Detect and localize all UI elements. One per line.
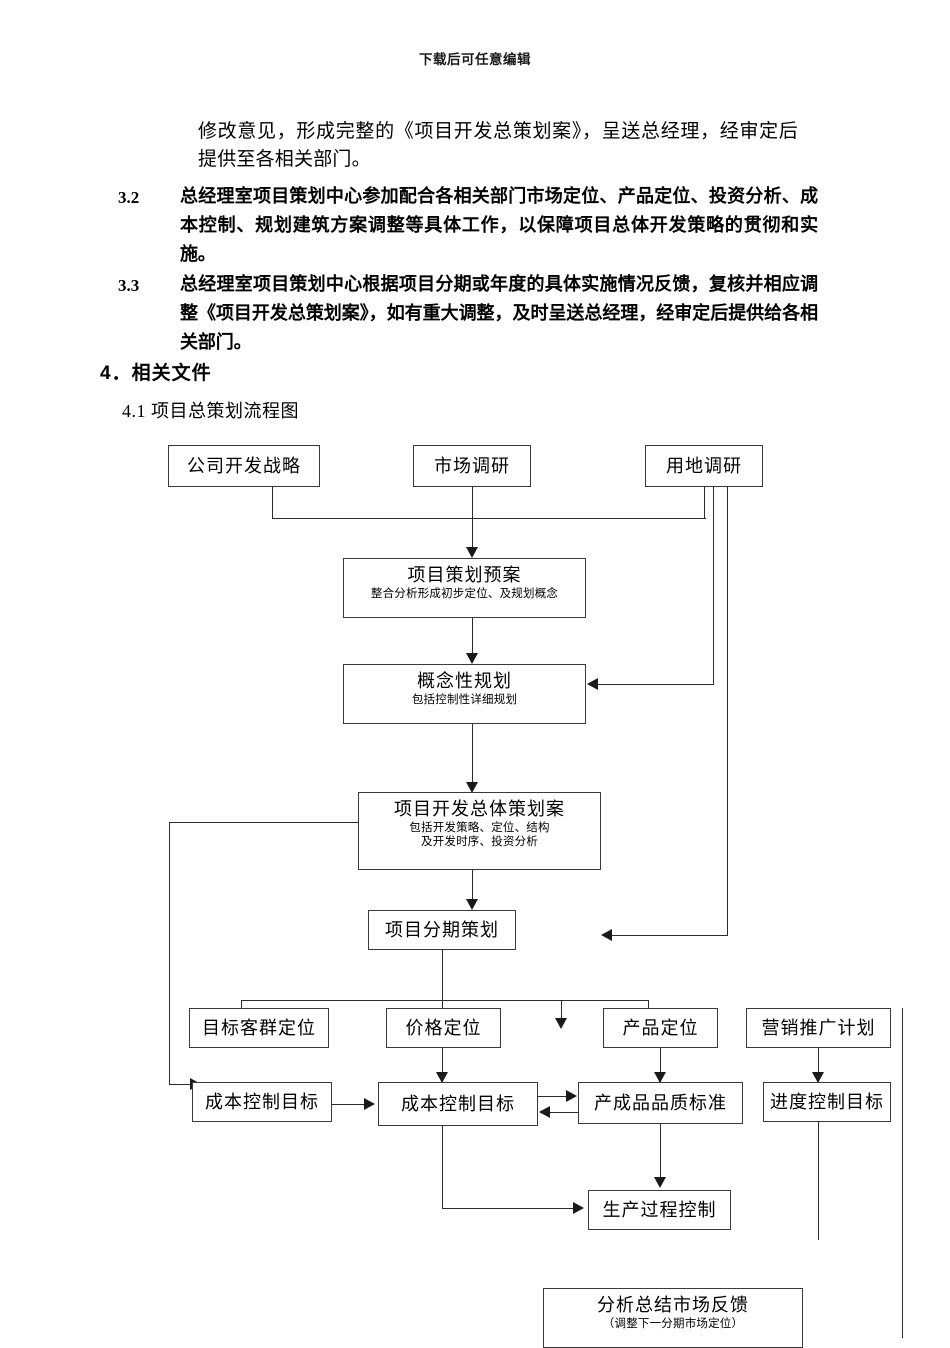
connector-cost-mid-to-process [442, 1208, 575, 1210]
arrow-into-process-control-left [573, 1202, 584, 1214]
flow-node-plan-draft: 项目策划预案 整合分析形成初步定位、及规划概念 [343, 558, 586, 618]
connector-cost-mid-to-quality [538, 1096, 568, 1098]
flow-node-market-research: 市场调研 [413, 445, 531, 487]
connector-plan-draft-to-conceptual [472, 618, 474, 656]
flow-node-process-control-label: 生产过程控制 [602, 1200, 717, 1220]
connector-cost-left-to-mid [332, 1104, 367, 1106]
flow-node-master-plan-sub2: 及开发时序、投资分析 [421, 836, 538, 848]
flow-node-plan-draft-sub: 整合分析形成初步定位、及规划概念 [370, 588, 559, 600]
clause-3-3-text: 总经理室项目策划中心根据项目分期或年度的具体实施情况反馈，复核并相应调整《项目开… [180, 274, 818, 352]
flow-node-product-position-label: 产品定位 [622, 1018, 699, 1038]
flow-node-process-control: 生产过程控制 [588, 1190, 731, 1230]
arrow-into-quality-from-cost [566, 1090, 577, 1102]
flow-node-schedule-control: 进度控制目标 [763, 1082, 891, 1122]
flow-node-price-position-label: 价格定位 [405, 1018, 482, 1038]
connector-land-to-conceptual [598, 684, 714, 686]
page-watermark-header: 下载后可任意编辑 [419, 52, 531, 67]
arrow-into-schedule-control [812, 1072, 824, 1083]
flow-node-price-position: 价格定位 [386, 1008, 501, 1048]
flow-node-marketing-plan-label: 营销推广计划 [761, 1018, 876, 1038]
connector-quality-to-cost-mid [550, 1112, 578, 1114]
connector-dist-to-product [561, 1000, 563, 1022]
flow-node-cost-control-mid: 成本控制目标 [378, 1082, 538, 1126]
flow-node-phase-plan: 项目分期策划 [368, 910, 516, 950]
connector-master-left-out [169, 822, 359, 824]
flow-node-schedule-control-label: 进度控制目标 [770, 1092, 884, 1112]
clause-3-3: 3.3 总经理室项目策划中心根据项目分期或年度的具体实施情况反馈，复核并相应调整… [118, 270, 818, 357]
flow-node-plan-draft-label: 项目策划预案 [407, 565, 522, 585]
flow-node-master-plan-label: 项目开发总体策划案 [394, 799, 565, 819]
clause-3-2-number: 3.2 [118, 188, 140, 207]
arrow-into-master-side [601, 929, 612, 941]
arrow-into-cost-mid [364, 1098, 375, 1110]
connector-land-to-master [612, 935, 728, 937]
clause-3-2: 3.2 总经理室项目策划中心参加配合各相关部门市场定位、产品定位、投资分析、成本… [118, 182, 818, 269]
flow-node-marketing-plan: 营销推广计划 [746, 1008, 891, 1048]
connector-conceptual-to-master [472, 724, 474, 786]
connector-land-down [704, 487, 706, 519]
connector-price-down [442, 1048, 444, 1086]
connector-bar-to-plan-draft [472, 518, 474, 550]
subsection-heading-4-1: 4.1 项目总策划流程图 [122, 401, 299, 421]
connector-land-long-2 [727, 487, 729, 935]
arrow-into-phase-plan [466, 899, 478, 910]
connector-strategy-down [272, 487, 274, 519]
connector-distribution-bar [241, 1000, 649, 1002]
connector-product-down [660, 1048, 662, 1086]
section-heading-4: 4．相关文件 [100, 363, 212, 384]
flow-node-cost-control-left: 成本控制目标 [192, 1082, 332, 1122]
project-planning-flowchart: 公司开发战略 市场调研 用地调研 项目策划预案 整合分析形成初步定位、及规划概念… [0, 420, 950, 1348]
flow-node-market-feedback-sub: （调整下一分期市场定位） [602, 1318, 744, 1330]
flow-node-conceptual-plan-sub: 包括控制性详细规划 [411, 694, 518, 706]
flow-node-conceptual-plan: 概念性规划 包括控制性详细规划 [343, 664, 586, 724]
flow-node-market-feedback: 分析总结市场反馈 （调整下一分期市场定位） [543, 1288, 803, 1348]
arrow-into-plan-draft [466, 547, 478, 558]
arrow-into-product-position [555, 1018, 567, 1029]
connector-sources-bar [272, 518, 706, 520]
arrow-into-cost-control-mid [436, 1072, 448, 1083]
flow-node-cost-control-mid-label: 成本控制目标 [401, 1094, 515, 1114]
connector-master-left-to-cost [169, 1084, 193, 1086]
connector-quality-down [660, 1124, 662, 1182]
flow-node-master-plan-sub: 包括开发策略、定位、结构 [409, 822, 550, 834]
flow-node-conceptual-plan-label: 概念性规划 [417, 671, 512, 691]
flow-node-land-research: 用地调研 [645, 445, 763, 487]
arrow-into-conceptual-plan [466, 653, 478, 664]
arrow-into-cost-mid-from-quality [539, 1106, 550, 1118]
connector-cost-mid-down [442, 1126, 444, 1209]
connector-market-down [472, 487, 474, 519]
connector-schedule-down [818, 1122, 820, 1240]
flow-node-target-customer: 目标客群定位 [189, 1008, 329, 1048]
connector-phase-down [442, 950, 444, 1020]
flow-node-land-research-label: 用地调研 [666, 456, 742, 476]
flow-node-market-feedback-label: 分析总结市场反馈 [597, 1295, 749, 1315]
arrow-into-process-control-top [654, 1177, 666, 1188]
flow-node-strategy-label: 公司开发战略 [187, 456, 301, 476]
flow-node-quality-standard-label: 产成品品质标准 [594, 1093, 727, 1113]
intro-paragraph: 修改意见，形成完整的《项目开发总策划案》，呈送总经理，经审定后提供至各相关部门。 [198, 121, 798, 170]
connector-marketing-down [818, 1048, 820, 1086]
flow-node-product-position: 产品定位 [603, 1008, 718, 1048]
flow-node-target-customer-label: 目标客群定位 [202, 1018, 316, 1038]
connector-land-long-1 [713, 487, 715, 684]
connector-master-left-down [169, 822, 171, 1085]
flow-node-master-plan: 项目开发总体策划案 包括开发策略、定位、结构 及开发时序、投资分析 [358, 792, 601, 870]
flow-node-cost-control-left-label: 成本控制目标 [205, 1092, 319, 1112]
connector-right-rail [902, 1008, 904, 1338]
clause-3-3-number: 3.3 [118, 276, 140, 295]
flow-node-phase-plan-label: 项目分期策划 [385, 920, 499, 940]
clause-3-2-text: 总经理室项目策划中心参加配合各相关部门市场定位、产品定位、投资分析、成本控制、规… [180, 186, 818, 264]
arrow-into-conceptual-side [587, 678, 598, 690]
arrow-into-quality-standard [654, 1072, 666, 1083]
flow-node-strategy: 公司开发战略 [168, 445, 320, 487]
flow-node-quality-standard: 产成品品质标准 [578, 1082, 743, 1124]
connector-master-to-phase [472, 870, 474, 902]
flow-node-market-research-label: 市场调研 [434, 456, 510, 476]
arrow-into-master-plan [466, 782, 478, 793]
